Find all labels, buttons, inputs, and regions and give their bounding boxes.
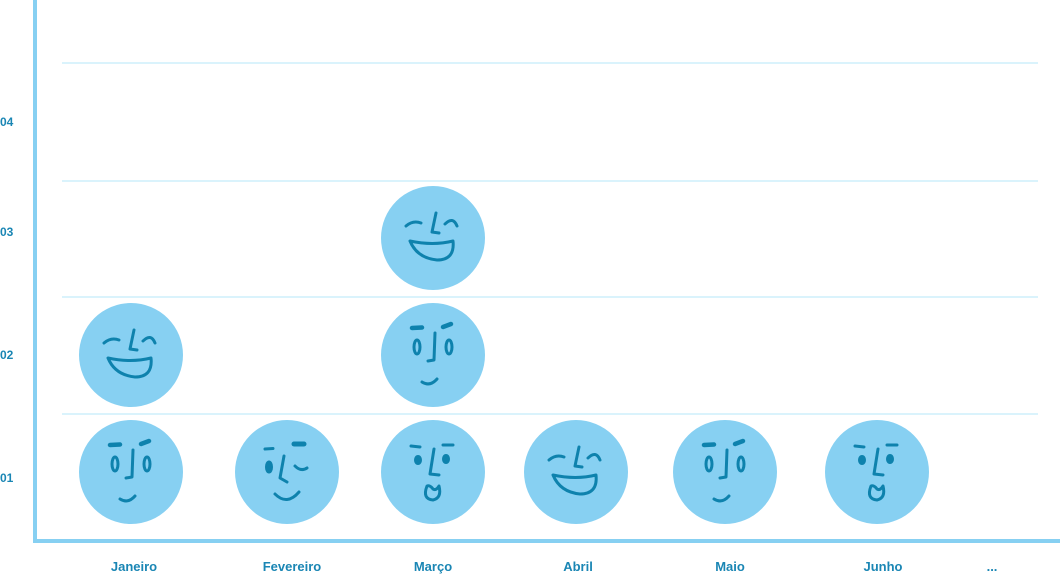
x-tick-label: Fevereiro bbox=[263, 559, 322, 574]
x-tick-label: ... bbox=[987, 559, 998, 574]
x-tick-label: Março bbox=[414, 559, 452, 574]
x-tick-label: Janeiro bbox=[111, 559, 157, 574]
y-tick-label: 04 bbox=[0, 115, 14, 129]
y-tick-label: 02 bbox=[0, 348, 14, 362]
winking-face-icon bbox=[235, 420, 339, 524]
y-tick-labels: 01 02 03 04 bbox=[0, 115, 14, 485]
y-tick-label: 03 bbox=[0, 225, 14, 239]
neutral-face-icon bbox=[79, 420, 183, 524]
x-tick-label: Junho bbox=[864, 559, 903, 574]
x-tick-labels: Janeiro Fevereiro Março Abril Maio Junho… bbox=[111, 559, 998, 574]
x-tick-label: Maio bbox=[715, 559, 745, 574]
x-tick-label: Abril bbox=[563, 559, 593, 574]
neutral-face-icon bbox=[381, 303, 485, 407]
neutral-face-icon bbox=[673, 420, 777, 524]
gridlines bbox=[62, 62, 1038, 415]
kissing-face-icon bbox=[825, 420, 929, 524]
laughing-face-icon bbox=[79, 303, 183, 407]
kissing-face-icon bbox=[381, 420, 485, 524]
axes bbox=[33, 0, 1060, 543]
laughing-face-icon bbox=[381, 186, 485, 290]
face-marks bbox=[79, 186, 929, 524]
y-tick-label: 01 bbox=[0, 471, 14, 485]
laughing-face-icon bbox=[524, 420, 628, 524]
